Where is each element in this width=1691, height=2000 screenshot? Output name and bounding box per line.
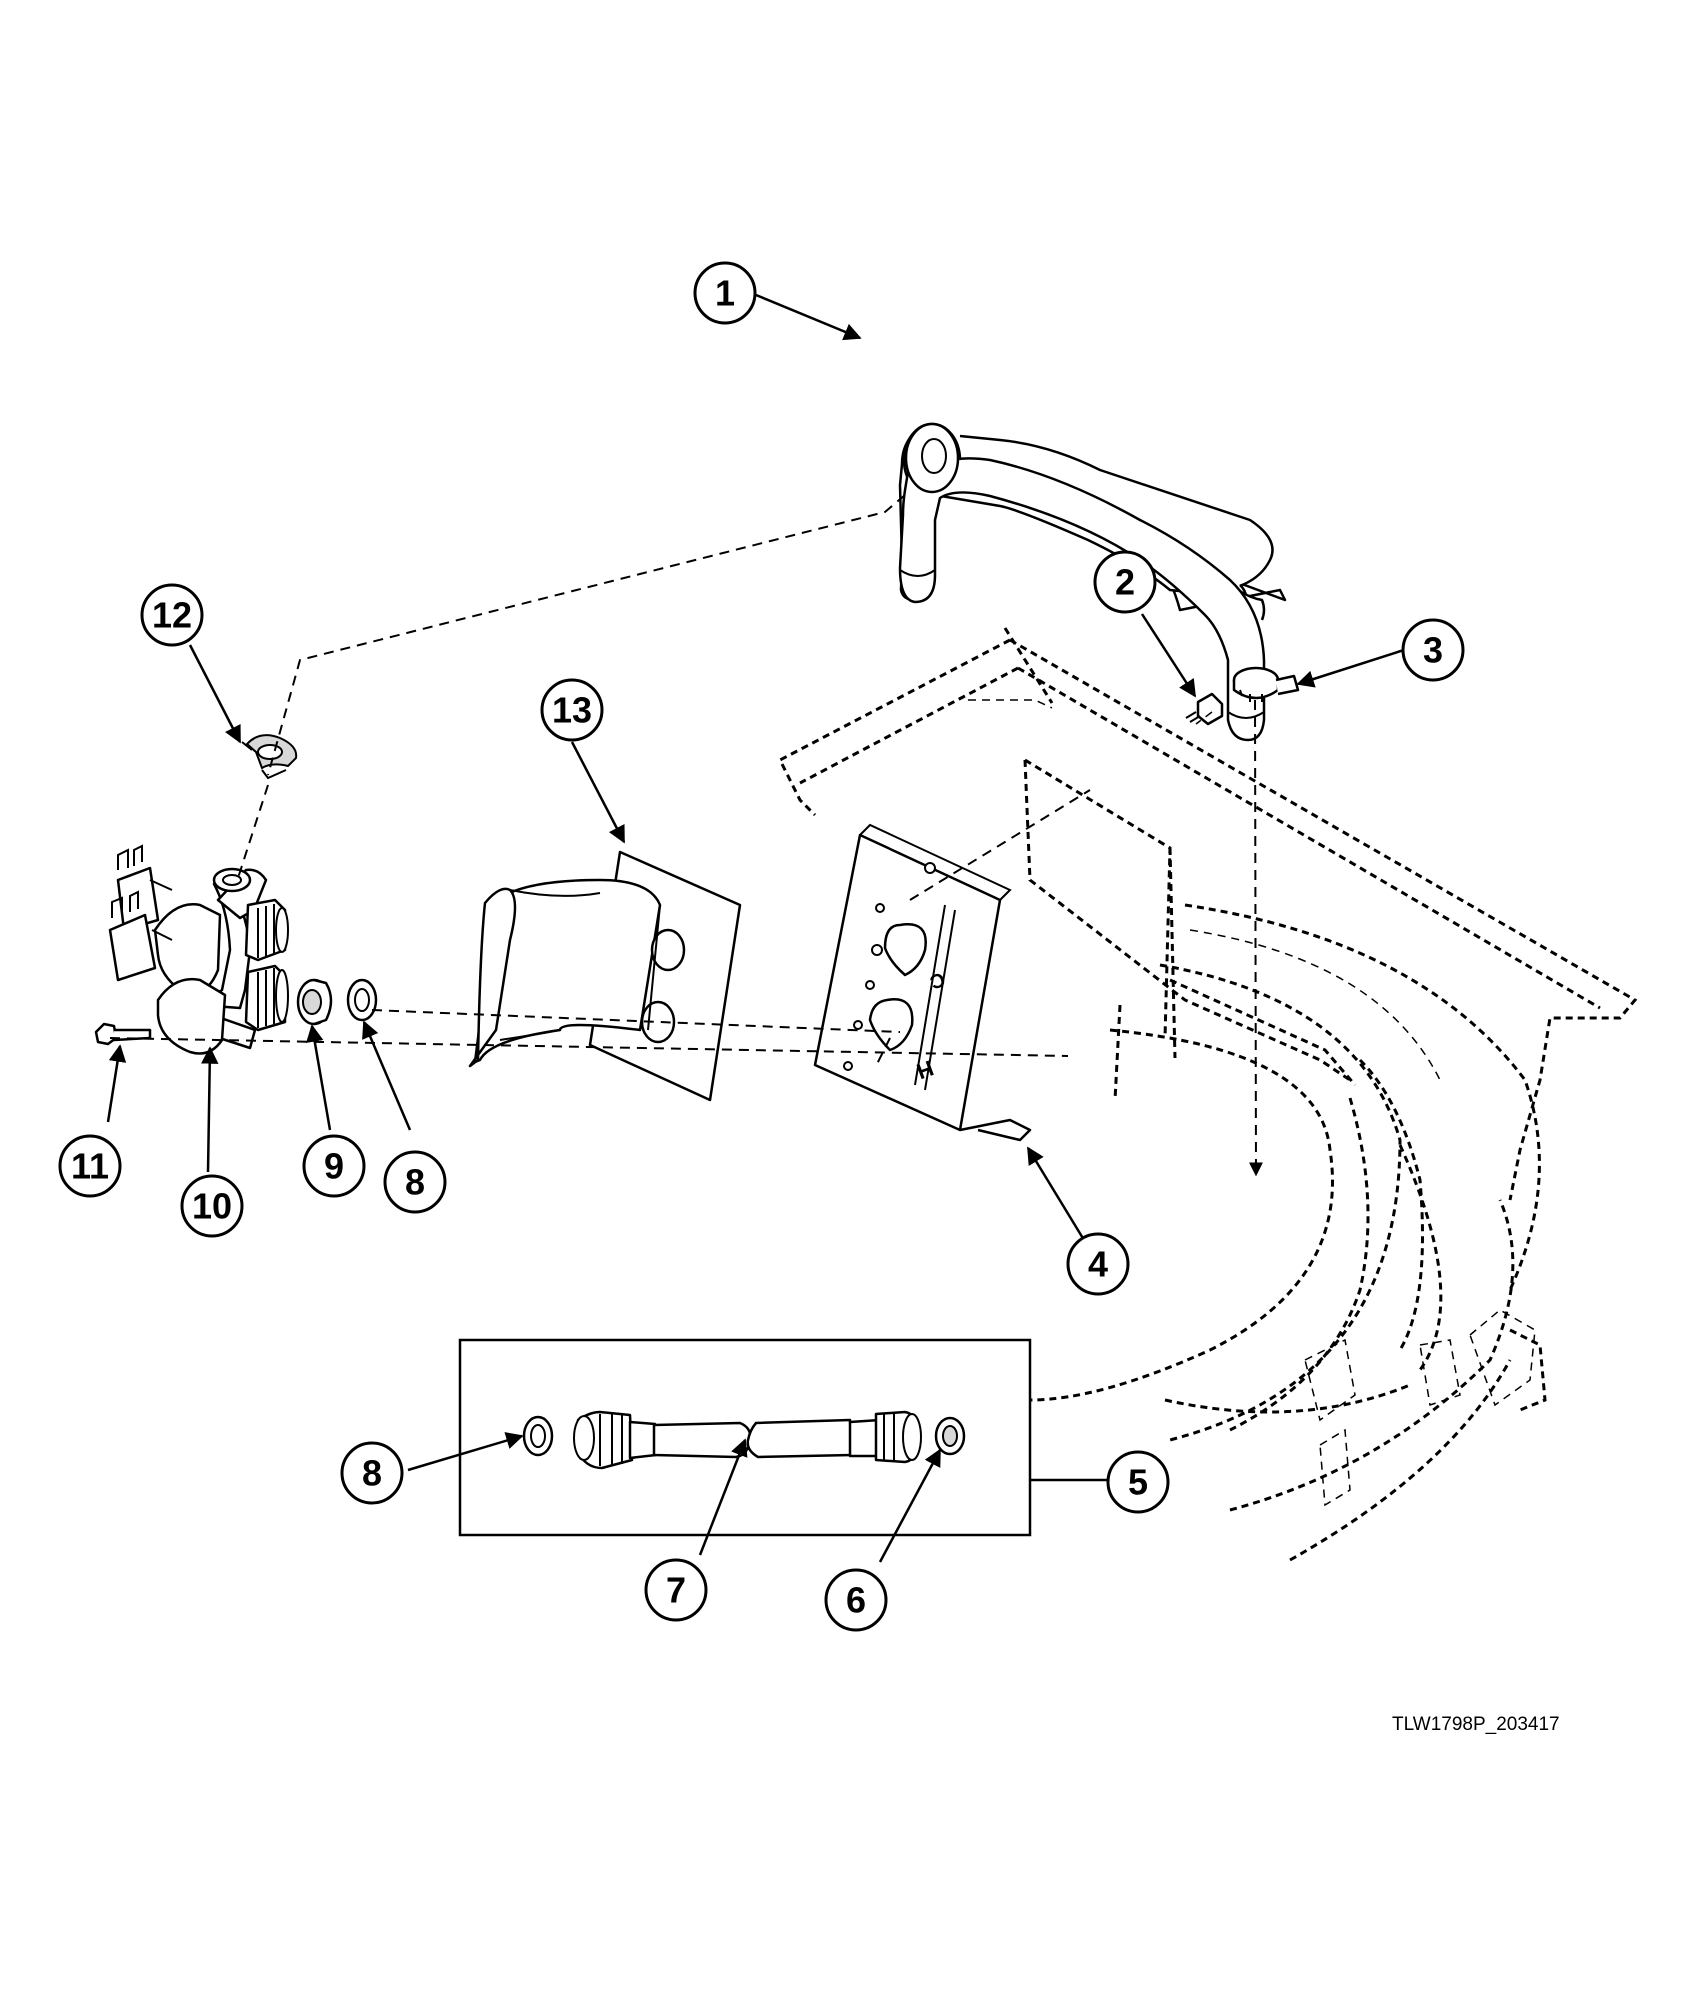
- water-valve-10: [108, 844, 289, 1055]
- callout-10: 10: [180, 1174, 244, 1238]
- callout-leaders: [106, 293, 1405, 1563]
- callout-2-label: 2: [1115, 562, 1135, 603]
- fill-hose-body: [898, 422, 1266, 742]
- callout-11-label: 11: [71, 1146, 109, 1187]
- inlet-hose-inset: [458, 1338, 1032, 1537]
- callout-8-hose: 8: [340, 1441, 404, 1505]
- callout-7: 7: [644, 1558, 708, 1622]
- callout-10-label: 10: [192, 1186, 232, 1227]
- washer-8: [346, 978, 378, 1022]
- shield-13: [468, 850, 742, 1102]
- callout-9: 9: [302, 1134, 366, 1198]
- assembly-lines: [109, 494, 1263, 1177]
- callout-1-label: 1: [715, 273, 735, 314]
- callout-11: 11: [58, 1134, 122, 1198]
- screw-11: [94, 1022, 152, 1046]
- callout-9-label: 9: [324, 1146, 344, 1187]
- callout-8-hose-label: 8: [362, 1453, 382, 1494]
- callout-2: 2: [1093, 550, 1157, 614]
- callout-13-label: 13: [552, 690, 592, 731]
- callout-12: 12: [140, 583, 204, 647]
- valve-bracket-4: C H: [813, 823, 1032, 1142]
- callout-7-label: 7: [666, 1570, 686, 1611]
- callout-4-label: 4: [1088, 1244, 1108, 1285]
- callout-8-valve: 8: [383, 1150, 447, 1214]
- cabinet-outline: [777, 627, 1638, 1562]
- callout-6: 6: [824, 1568, 888, 1632]
- callout-13: 13: [540, 678, 604, 742]
- callout-4: 4: [1066, 1232, 1130, 1296]
- hose-clamp-12: [241, 734, 298, 780]
- callout-3: 3: [1401, 618, 1465, 682]
- screen-9: [296, 978, 333, 1026]
- callout-8-valve-label: 8: [405, 1162, 425, 1203]
- screw-2: [1185, 692, 1224, 726]
- callout-5-label: 5: [1128, 1462, 1148, 1503]
- callout-6-label: 6: [846, 1580, 866, 1621]
- callout-12-label: 12: [152, 595, 192, 636]
- bracket-letter-cold: C: [927, 967, 948, 993]
- callout-5: 5: [1106, 1450, 1170, 1514]
- drawing-code: TLW1798P_203417: [1392, 1714, 1560, 1735]
- hose-clamp-3: [1232, 666, 1300, 702]
- callout-1: 1: [693, 261, 757, 325]
- callout-3-label: 3: [1423, 630, 1443, 671]
